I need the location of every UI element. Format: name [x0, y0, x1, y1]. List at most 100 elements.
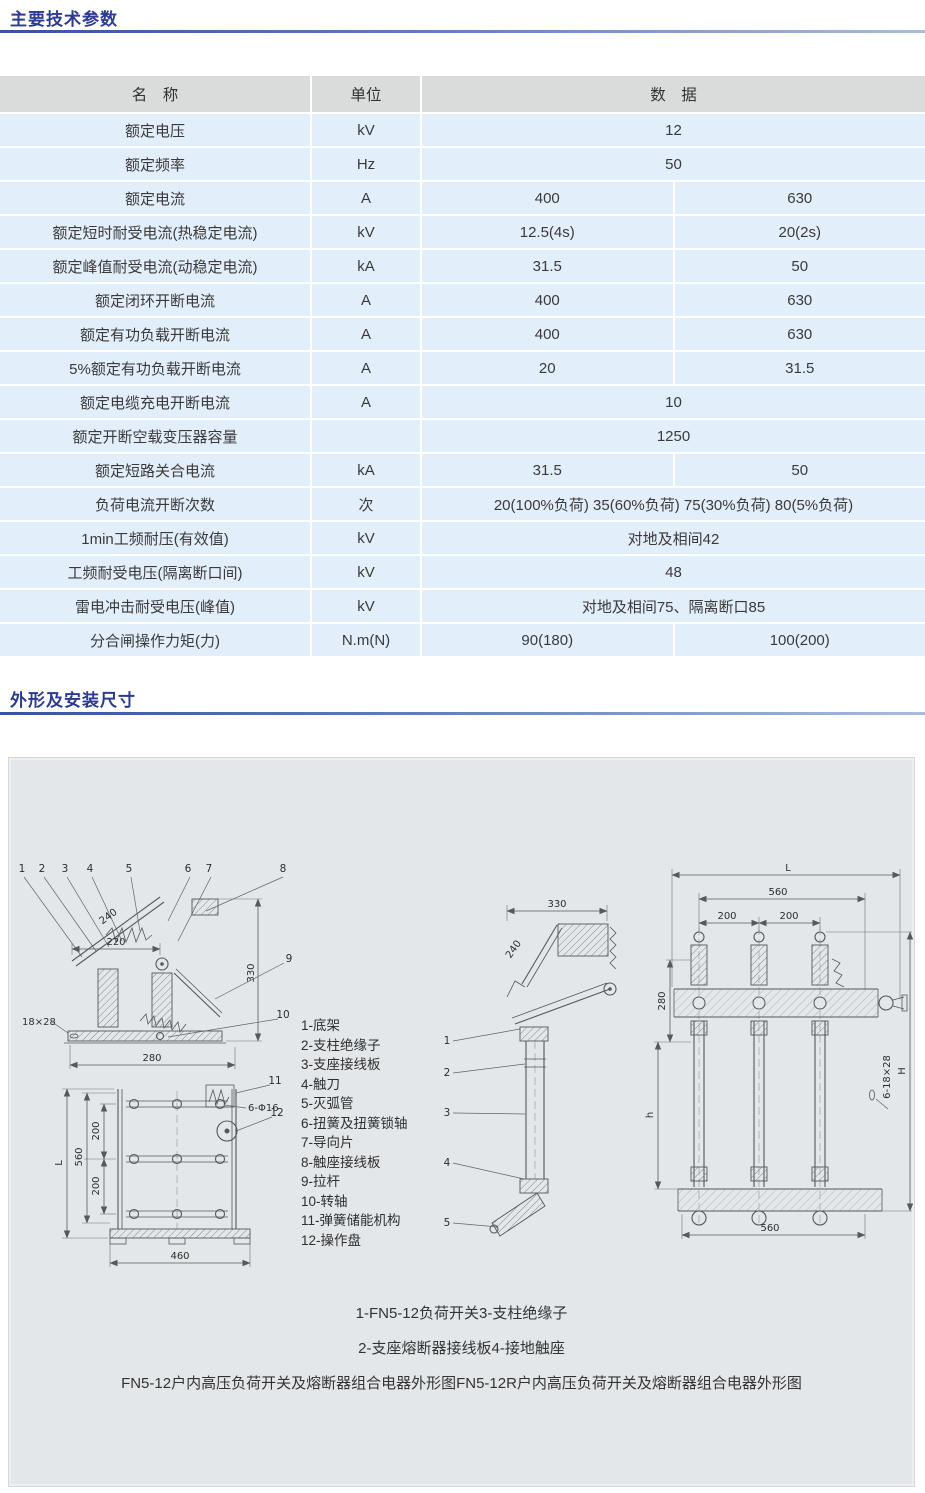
param-name: 分合闸操作力矩(力) — [0, 624, 310, 656]
param-name: 额定闭环开断电流 — [0, 284, 310, 316]
drawing-caption: 1-FN5-12负荷开关3-支柱绝缘子 — [355, 1305, 568, 1322]
dim-330: 330 — [246, 963, 257, 982]
dim-560-top: 560 — [768, 887, 787, 898]
param-name: 雷电冲击耐受电压(峰值) — [0, 590, 310, 622]
table-row: 额定频率 Hz 50 — [0, 148, 925, 180]
param-unit: A — [312, 318, 420, 350]
dim-slots-6-18x28: 6-18×28 — [882, 1055, 893, 1099]
legend-item: 10-转轴 — [301, 1193, 348, 1209]
legend-item: 2-支柱绝缘子 — [301, 1037, 381, 1053]
param-unit: Hz — [312, 148, 420, 180]
part-number: 6 — [185, 863, 192, 875]
param-name: 额定短路关合电流 — [0, 454, 310, 486]
param-value: 20(2s) — [674, 216, 925, 248]
param-unit: 次 — [312, 488, 420, 520]
left-front-view-drawing: 6-Φ16 200 200 560 L 4 — [54, 1084, 279, 1267]
param-value: 50 — [674, 250, 925, 282]
dim-H: H — [897, 1067, 908, 1075]
legend-item: 1-底架 — [301, 1018, 341, 1033]
table-row: 额定峰值耐受电流(动稳定电流) kA 31.5 50 — [0, 250, 925, 282]
legend-item: 11-弹簧储能机构 — [301, 1213, 401, 1228]
parameters-table: 名 称 单位 数 据 额定电压 kV 12 额定频率 Hz 50 额定电流 A … — [0, 76, 925, 658]
param-value: 630 — [674, 182, 925, 214]
dim-460: 460 — [170, 1251, 189, 1262]
param-value: 90(180) — [422, 624, 673, 656]
left-side-view-drawing: 1 2 3 4 5 6 7 8 240 — [19, 863, 293, 1132]
param-name: 额定有功负载开断电流 — [0, 318, 310, 350]
param-unit — [312, 420, 420, 452]
legend-item: 12-操作盘 — [301, 1232, 362, 1248]
dim-h: h — [645, 1112, 656, 1118]
table-row: 分合闸操作力矩(力) N.m(N) 90(180) 100(200) — [0, 624, 925, 656]
table-row: 额定有功负载开断电流 A 400 630 — [0, 318, 925, 350]
param-name: 工频耐受电压(隔离断口间) — [0, 556, 310, 588]
table-row: 额定短时耐受电流(热稳定电流) kV 12.5(4s) 20(2s) — [0, 216, 925, 248]
param-name: 额定峰值耐受电流(动稳定电流) — [0, 250, 310, 282]
part-number: 9 — [286, 953, 293, 965]
param-value: 31.5 — [674, 352, 925, 384]
table-row: 额定开断空载变压器容量 1250 — [0, 420, 925, 452]
param-value: 31.5 — [422, 250, 673, 282]
legend-item: 4-触刀 — [301, 1076, 341, 1092]
dim-L: L — [785, 863, 791, 874]
legend-item: 8-触座接线板 — [301, 1154, 381, 1170]
legend-item: 6-扭簧及扭簧锁轴 — [301, 1115, 408, 1131]
table-row: 5%额定有功负载开断电流 A 20 31.5 — [0, 352, 925, 384]
header-name: 名 称 — [0, 76, 310, 112]
param-name: 额定开断空载变压器容量 — [0, 420, 310, 452]
table-row: 额定闭环开断电流 A 400 630 — [0, 284, 925, 316]
part-number: 12 — [270, 1107, 283, 1119]
part-number: 3 — [62, 863, 69, 875]
section-rule — [0, 30, 925, 33]
part-number: 8 — [280, 863, 287, 875]
table-row: 额定电流 A 400 630 — [0, 182, 925, 214]
part-number: 4 — [444, 1157, 451, 1169]
header-data: 数 据 — [422, 76, 925, 112]
param-unit: A — [312, 352, 420, 384]
middle-side-view-drawing: 330 240 1 2 — [444, 899, 617, 1237]
table-row: 1min工频耐压(有效值) kV 对地及相间42 — [0, 522, 925, 554]
dim-560: 560 — [74, 1147, 85, 1166]
param-value: 630 — [674, 284, 925, 316]
table-row: 额定短路关合电流 kA 31.5 50 — [0, 454, 925, 486]
param-unit: kV — [312, 522, 420, 554]
dim-holes-6phi16: 6-Φ16 — [248, 1103, 279, 1114]
section-rule — [0, 712, 925, 715]
param-value: 对地及相间75、隔离断口85 — [422, 590, 925, 622]
param-value: 12 — [422, 114, 925, 146]
param-value: 10 — [422, 386, 925, 418]
dim-slot-18x28: 18×28 — [22, 1017, 56, 1028]
param-name: 1min工频耐压(有效值) — [0, 522, 310, 554]
part-number: 11 — [268, 1075, 281, 1087]
param-value: 1250 — [422, 420, 925, 452]
param-unit: kV — [312, 590, 420, 622]
legend-item: 3-支座接线板 — [301, 1057, 381, 1072]
drawing-caption: 2-支座熔断器接线板4-接地触座 — [358, 1340, 565, 1357]
param-unit: N.m(N) — [312, 624, 420, 656]
dim-200: 200 — [91, 1121, 102, 1140]
section-title-parameters: 主要技术参数 — [10, 10, 118, 29]
header-unit: 单位 — [312, 76, 420, 112]
param-value: 50 — [422, 148, 925, 180]
dim-200: 200 — [91, 1176, 102, 1195]
legend-item: 9-拉杆 — [301, 1174, 341, 1189]
dim-280: 280 — [142, 1053, 161, 1064]
parts-legend: 1-底架 2-支柱绝缘子 3-支座接线板 4-触刀 5-灭弧管 6-扭簧及扭簧锁… — [301, 1016, 408, 1250]
param-name: 额定电压 — [0, 114, 310, 146]
legend-item: 5-灭弧管 — [301, 1096, 354, 1111]
param-name: 额定短时耐受电流(热稳定电流) — [0, 216, 310, 248]
part-number: 4 — [87, 863, 94, 875]
part-number: 1 — [19, 863, 26, 875]
param-name: 额定频率 — [0, 148, 310, 180]
dim-330: 330 — [547, 899, 566, 910]
table-row: 额定电缆充电开断电流 A 10 — [0, 386, 925, 418]
param-value: 630 — [674, 318, 925, 350]
outline-drawing-svg: 1 2 3 4 5 6 7 8 240 — [19, 863, 914, 1267]
table-row: 雷电冲击耐受电压(峰值) kV 对地及相间75、隔离断口85 — [0, 590, 925, 622]
dim-240: 240 — [98, 907, 120, 927]
dim-280: 280 — [657, 991, 668, 1010]
param-value: 20(100%负荷) 35(60%负荷) 75(30%负荷) 80(5%负荷) — [422, 488, 925, 520]
table-header-row: 名 称 单位 数 据 — [0, 76, 925, 112]
dim-240: 240 — [504, 939, 524, 961]
param-name: 5%额定有功负载开断电流 — [0, 352, 310, 384]
